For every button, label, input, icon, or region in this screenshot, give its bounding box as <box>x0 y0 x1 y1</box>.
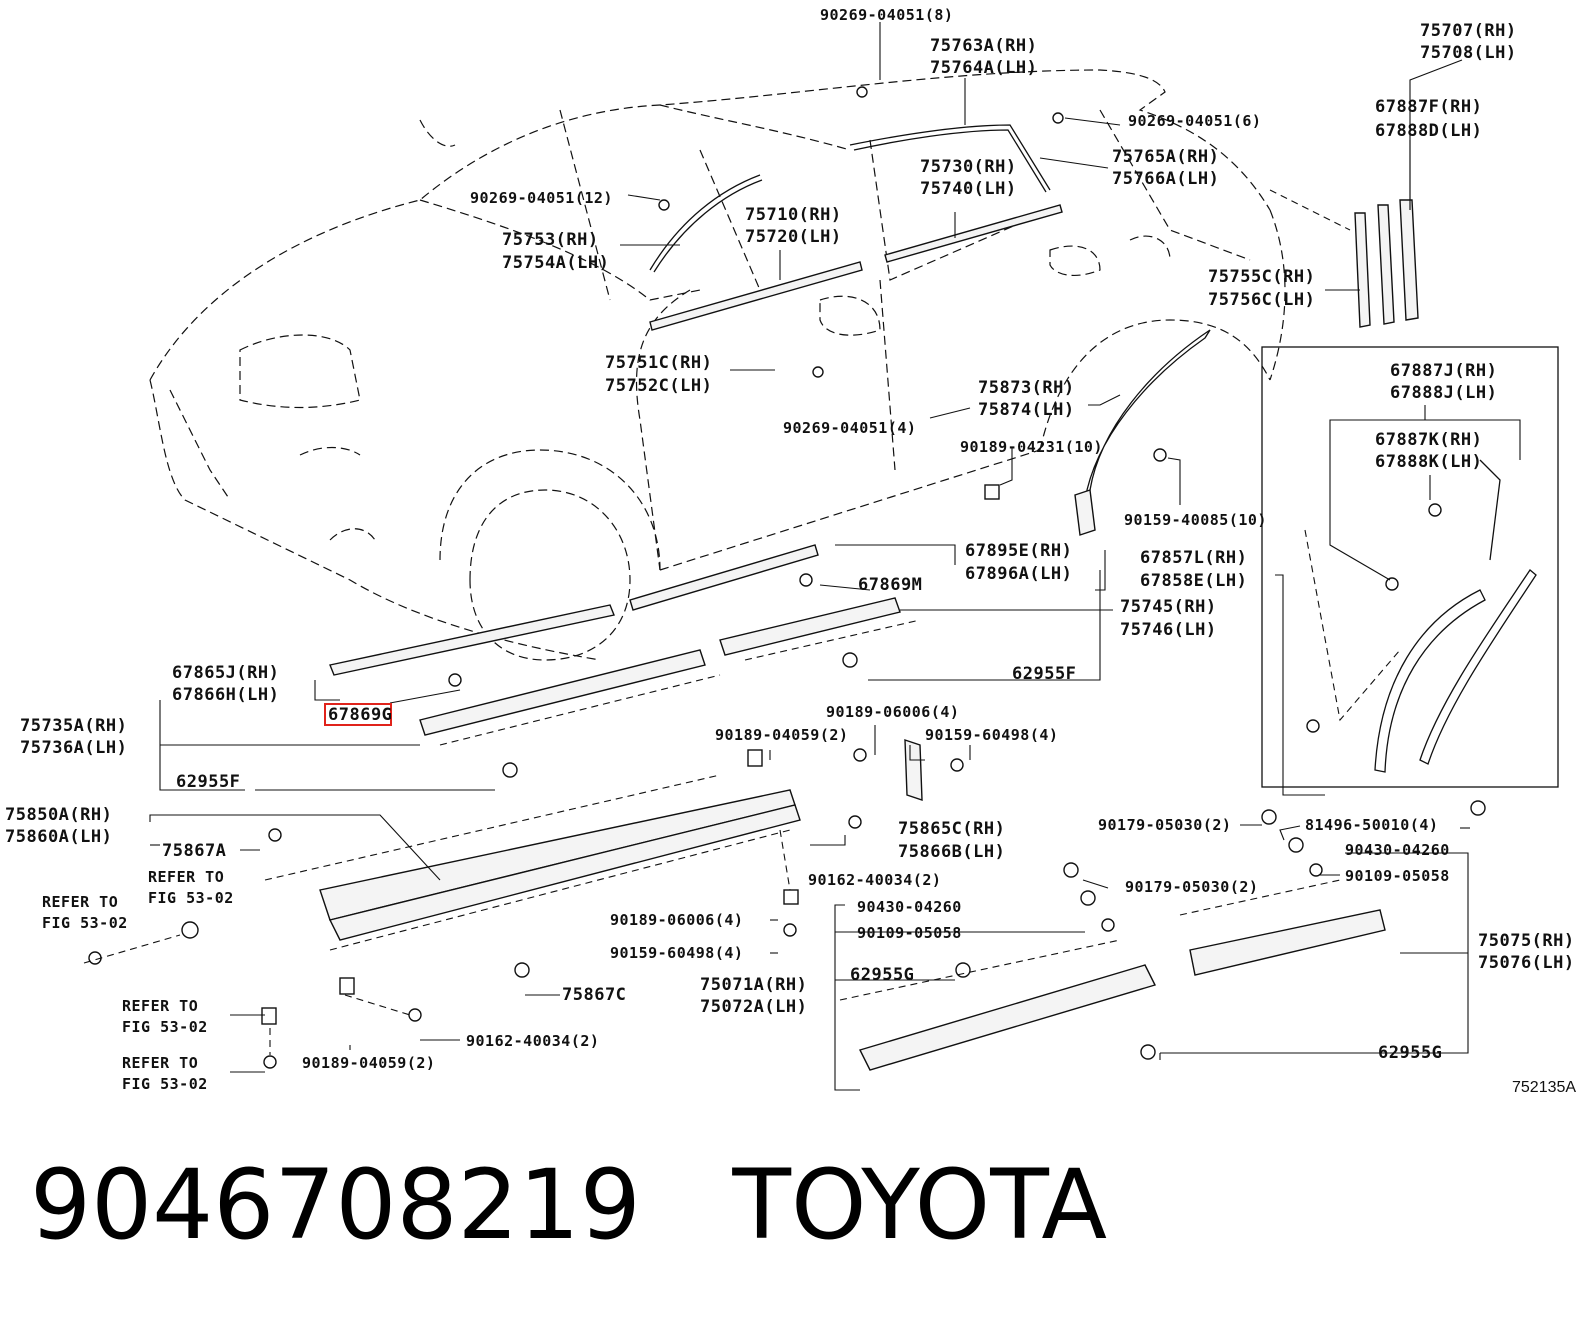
callout-75867a: 75867A <box>162 841 226 861</box>
callout-75756c: 75756C(LH) <box>1208 290 1315 310</box>
callout-90159-40085-10: 90159-40085(10) <box>1124 511 1267 529</box>
callout-90269-04051-12: 90269-04051(12) <box>470 189 613 207</box>
callout-90430-04260-a: 90430-04260 <box>1345 841 1450 859</box>
callout-90159-60498-a: 90159-60498(4) <box>925 726 1058 744</box>
callout-67888j: 67888J(LH) <box>1390 383 1497 403</box>
callout-90189-06006-b: 90189-06006(4) <box>610 911 743 929</box>
callout-75710: 75710(RH) <box>745 205 842 225</box>
callout-75860a: 75860A(LH) <box>5 827 112 847</box>
callout-67887j: 67887J(RH) <box>1390 361 1497 381</box>
callout-75867c: 75867C <box>562 985 626 1005</box>
callout-90189-04059-a: 90189-04059(2) <box>715 726 848 744</box>
callout-refer-2b: FIG 53-02 <box>42 914 128 932</box>
callout-81496-50010: 81496-50010(4) <box>1305 816 1438 834</box>
figure-id: 752135A <box>1512 1079 1576 1096</box>
callout-refer-3a: REFER TO <box>122 997 198 1015</box>
callout-62955g-left: 62955G <box>850 965 914 985</box>
callout-90179-05030-b: 90179-05030(2) <box>1125 878 1258 896</box>
callout-75075: 75075(RH) <box>1478 931 1575 951</box>
callout-90159-60498-b: 90159-60498(4) <box>610 944 743 962</box>
callout-75746: 75746(LH) <box>1120 620 1217 640</box>
callout-90189-06006-a: 90189-06006(4) <box>826 703 959 721</box>
callout-75764a: 75764A(LH) <box>930 58 1037 78</box>
callout-62955f-right: 62955F <box>1012 664 1076 684</box>
callout-75076: 75076(LH) <box>1478 953 1575 973</box>
callout-75850a: 75850A(RH) <box>5 805 112 825</box>
door-edge-guards <box>1269 189 1419 328</box>
callout-90162-40034-a: 90162-40034(2) <box>808 871 941 889</box>
callout-refer-4b: FIG 53-02 <box>122 1075 208 1093</box>
callout-refer-1a: REFER TO <box>148 868 224 886</box>
callout-refer-4a: REFER TO <box>122 1054 198 1072</box>
callout-67869m: 67869M <box>858 575 922 595</box>
callout-75753: 75753(RH) <box>502 230 599 250</box>
callout-90109-05058-a: 90109-05058 <box>1345 867 1450 885</box>
lower-mouldings <box>839 879 1386 1071</box>
callout-75766a: 75766A(LH) <box>1112 169 1219 189</box>
caption: 9046708219 TOYOTA <box>30 1140 1570 1270</box>
side-sill-panel <box>264 774 801 951</box>
parts-diagram: 90269-04051(8) 75763A(RH) 75764A(LH) 757… <box>5 6 1576 1096</box>
callout-75874: 75874(LH) <box>978 400 1075 420</box>
callout-90430-04260-b: 90430-04260 <box>857 898 962 916</box>
callout-75736a: 75736A(LH) <box>20 738 127 758</box>
callout-90269-04051-4: 90269-04051(4) <box>783 419 916 437</box>
callout-75763a: 75763A(RH) <box>930 36 1037 56</box>
callout-75707: 75707(RH) <box>1420 21 1517 41</box>
callout-75735a: 75735A(RH) <box>20 716 127 736</box>
window-mouldings <box>649 124 1063 331</box>
callout-refer-2a: REFER TO <box>42 893 118 911</box>
caption-part-number: 9046708219 <box>30 1149 641 1261</box>
callout-90189-04059-b: 90189-04059(2) <box>302 1054 435 1072</box>
callout-75708: 75708(LH) <box>1420 43 1517 63</box>
callout-90179-05030-a: 90179-05030(2) <box>1098 816 1231 834</box>
callout-75720: 75720(LH) <box>745 227 842 247</box>
callout-75752c: 75752C(LH) <box>605 376 712 396</box>
parts-diagram-svg: 90269-04051(8) 75763A(RH) 75764A(LH) 757… <box>5 6 1576 1096</box>
callout-62955f-left: 62955F <box>176 772 240 792</box>
callout-90109-05058-b: 90109-05058 <box>857 924 962 942</box>
callout-75754a: 75754A(LH) <box>502 253 609 273</box>
callout-75866b: 75866B(LH) <box>898 842 1005 862</box>
callout-75072a: 75072A(LH) <box>700 997 807 1017</box>
callout-75765a: 75765A(RH) <box>1112 147 1219 167</box>
callout-75745: 75745(RH) <box>1120 597 1217 617</box>
callout-75865c: 75865C(RH) <box>898 819 1005 839</box>
callout-67896a: 67896A(LH) <box>965 564 1072 584</box>
callout-refer-1b: FIG 53-02 <box>148 889 234 907</box>
callout-67888d: 67888D(LH) <box>1375 121 1482 141</box>
callout-refer-3b: FIG 53-02 <box>122 1018 208 1036</box>
callout-90269-04051-8: 90269-04051(8) <box>820 6 953 24</box>
callout-67858e: 67858E(LH) <box>1140 571 1247 591</box>
caption-brand: TOYOTA <box>732 1149 1108 1261</box>
callout-67887k: 67887K(RH) <box>1375 430 1482 450</box>
callout-62955g-right: 62955G <box>1378 1043 1442 1063</box>
callout-75740: 75740(LH) <box>920 179 1017 199</box>
callout-75873: 75873(RH) <box>978 378 1075 398</box>
callout-67865j: 67865J(RH) <box>172 663 279 683</box>
callout-67866h: 67866H(LH) <box>172 685 279 705</box>
callout-75755c: 75755C(RH) <box>1208 267 1315 287</box>
callout-67857l: 67857L(RH) <box>1140 548 1247 568</box>
callout-90269-04051-6: 90269-04051(6) <box>1128 112 1261 130</box>
highlighted-callout-box <box>324 703 392 726</box>
callout-75071a: 75071A(RH) <box>700 975 807 995</box>
callout-labels: 90269-04051(8) 75763A(RH) 75764A(LH) 757… <box>5 6 1576 1096</box>
callout-67895e: 67895E(RH) <box>965 541 1072 561</box>
callout-67887f: 67887F(RH) <box>1375 97 1482 117</box>
callout-67888k: 67888K(LH) <box>1375 452 1482 472</box>
callout-67869g-highlighted: 67869G <box>328 705 392 725</box>
fender-arch-moulding <box>1074 329 1211 536</box>
fasteners <box>83 86 1486 1069</box>
callout-75751c: 75751C(RH) <box>605 353 712 373</box>
callout-90189-04231-10: 90189-04231(10) <box>960 438 1103 456</box>
rocker-mouldings <box>329 544 921 746</box>
car-body-outline <box>149 69 1286 661</box>
callout-75730: 75730(RH) <box>920 157 1017 177</box>
leader-lines <box>149 22 1521 1091</box>
inset-box <box>1261 346 1559 788</box>
callout-90162-40034-b: 90162-40034(2) <box>466 1032 599 1050</box>
